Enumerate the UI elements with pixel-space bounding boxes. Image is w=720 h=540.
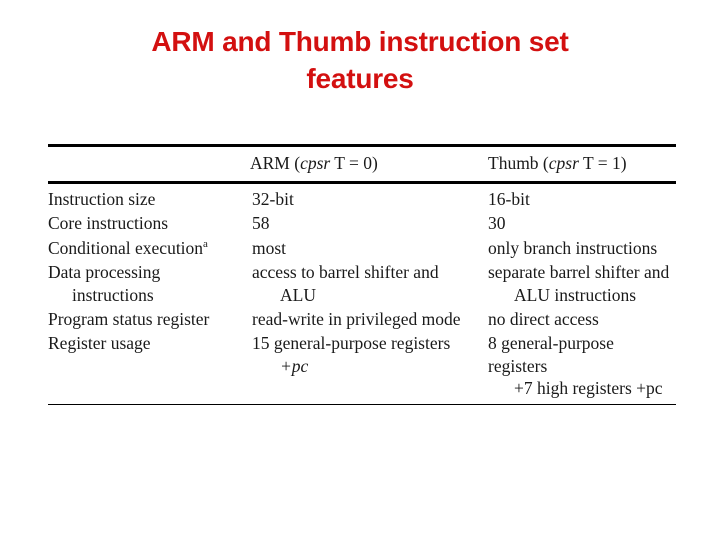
arm-thumb-feature-table: ARM (cpsr T = 0) Thumb (cpsr T = 1) Inst… xyxy=(48,144,676,405)
table-rule-header-divider xyxy=(48,181,676,185)
row-value-arm-text: 15 general-purpose registers xyxy=(252,333,451,354)
row-value-arm: most xyxy=(252,237,287,258)
row-value-thumb: 8 general-purpose registers +7 high regi… xyxy=(488,331,676,400)
row-label: Conditional executiona xyxy=(48,236,250,260)
table-row: Register usage 15 general-purpose regist… xyxy=(48,331,676,400)
column-header-thumb-prefix: Thumb ( xyxy=(488,153,549,173)
row-value-arm-continuation: ALU xyxy=(280,284,316,305)
row-value-thumb: no direct access xyxy=(488,308,599,329)
row-value-thumb: separate barrel shifter and ALU instruct… xyxy=(488,260,676,307)
table-row: Data processing instructions access to b… xyxy=(48,260,676,307)
row-value-arm: read-write in privileged mode xyxy=(252,308,461,329)
page-title-line-2: features xyxy=(306,62,414,94)
row-value-thumb-continuation: ALU instructions xyxy=(514,284,637,305)
table-header: ARM (cpsr T = 0) Thumb (cpsr T = 1) xyxy=(48,144,676,188)
column-header-feature xyxy=(48,147,250,183)
page-title: ARM and Thumb instruction set features xyxy=(60,24,660,98)
row-label: Instruction size xyxy=(48,189,156,209)
row-label-text: Data processing xyxy=(48,262,161,283)
column-header-arm: ARM (cpsr T = 0) xyxy=(250,147,488,183)
row-label-text: Conditional execution xyxy=(48,237,204,258)
row-value-thumb: only branch instructions xyxy=(488,237,658,258)
row-value-arm: 32-bit xyxy=(252,189,294,209)
table-row: Instruction size 32-bit 16-bit xyxy=(48,187,676,211)
column-header-arm-italic: cpsr xyxy=(300,153,331,173)
row-label: Data processing instructions xyxy=(48,260,250,307)
column-header-thumb-suffix: T = 1) xyxy=(578,153,627,173)
row-value-thumb-continuation: +7 high registers +pc xyxy=(514,378,663,399)
row-value-arm: access to barrel shifter and ALU xyxy=(250,260,488,307)
row-value-arm-continuation: +pc xyxy=(280,355,309,376)
row-label: Core instructions xyxy=(48,213,169,234)
row-label: Program status register xyxy=(48,308,210,329)
row-value-arm: 15 general-purpose registers +pc xyxy=(250,331,488,400)
row-value-thumb-text: 8 general-purpose registers xyxy=(488,333,614,376)
row-label-continuation: instructions xyxy=(72,284,154,305)
row-value-thumb: 16-bit xyxy=(488,189,530,209)
table-rule-top xyxy=(48,144,676,148)
table-row: Core instructions 58 30 xyxy=(48,211,676,235)
column-header-arm-suffix: T = 0) xyxy=(330,153,378,173)
column-header-arm-prefix: ARM ( xyxy=(250,153,301,173)
table-row: Conditional executiona most only branch … xyxy=(48,236,676,260)
comparison-table-container: ARM (cpsr T = 0) Thumb (cpsr T = 1) Inst… xyxy=(48,144,676,405)
row-value-arm: 58 xyxy=(252,213,270,234)
row-value-thumb: 30 xyxy=(488,213,506,234)
table-header-row: ARM (cpsr T = 0) Thumb (cpsr T = 1) xyxy=(48,147,676,183)
page-title-line-1: ARM and Thumb instruction set xyxy=(151,26,569,57)
table-row: Program status register read-write in pr… xyxy=(48,307,676,331)
column-header-thumb: Thumb (cpsr T = 1) xyxy=(488,147,676,183)
row-value-thumb-text: separate barrel shifter and xyxy=(488,262,670,283)
row-label: Register usage xyxy=(48,333,151,354)
column-header-thumb-italic: cpsr xyxy=(548,153,579,173)
row-value-arm-text: access to barrel shifter and xyxy=(252,262,439,283)
table-body: Instruction size 32-bit 16-bit Core inst… xyxy=(48,187,676,405)
footnote-marker: a xyxy=(203,237,208,250)
table-rule-bottom xyxy=(48,403,676,405)
